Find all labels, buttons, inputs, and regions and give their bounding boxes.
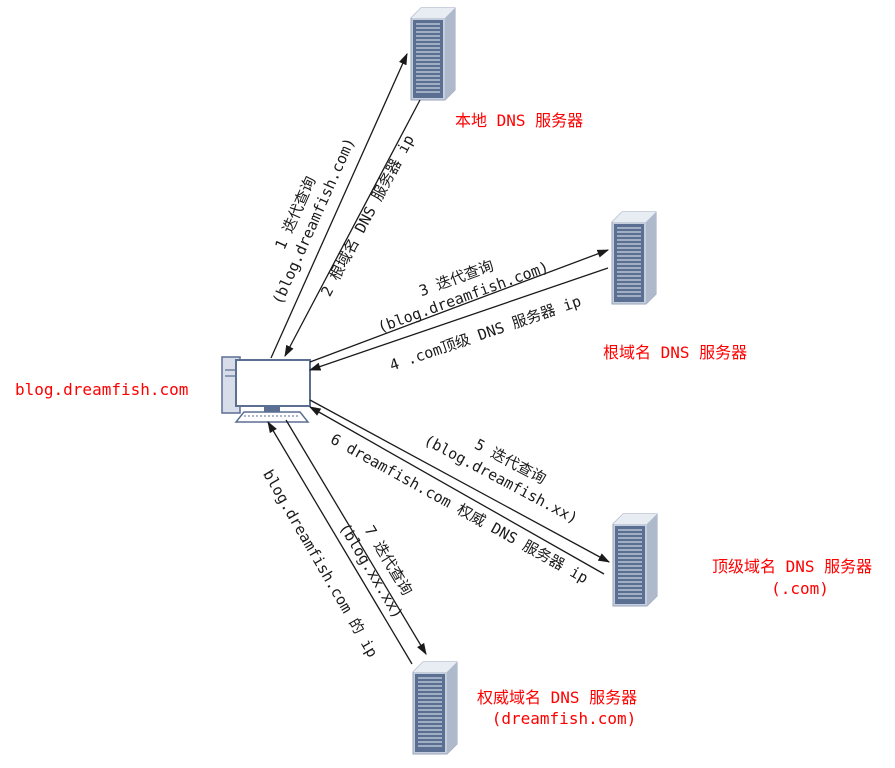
edge-7-query-to-authoritative [285, 419, 427, 656]
authoritative-dns-server-icon [412, 661, 458, 755]
desktop-computer-icon [221, 356, 311, 423]
authoritative-dns-server-label: 权威域名 DNS 服务器 [477, 688, 637, 707]
edge-4-reply-from-root [308, 267, 609, 371]
tld-dns-server-sublabel: (.com) [771, 579, 829, 598]
authoritative-dns-server-sublabel: (dreamfish.com) [492, 709, 637, 728]
root-dns-server-icon [611, 211, 657, 305]
edge-1-query-to-local [270, 52, 408, 359]
client-label: blog.dreamfish.com [15, 380, 188, 399]
local-dns-server-label: 本地 DNS 服务器 [455, 111, 583, 130]
edge-6-reply-from-tld [308, 406, 605, 575]
edge-5-query-to-tld [309, 399, 611, 563]
edge-3-query-to-root [309, 249, 610, 363]
root-dns-server-label: 根域名 DNS 服务器 [603, 343, 747, 362]
tld-dns-server-label: 顶级域名 DNS 服务器 [712, 557, 872, 576]
local-dns-server-icon [410, 7, 456, 101]
edge-2-reply-from-local [284, 99, 421, 358]
edge-8-reply-from-authoritative [267, 420, 413, 665]
tld-dns-server-icon [612, 513, 658, 607]
